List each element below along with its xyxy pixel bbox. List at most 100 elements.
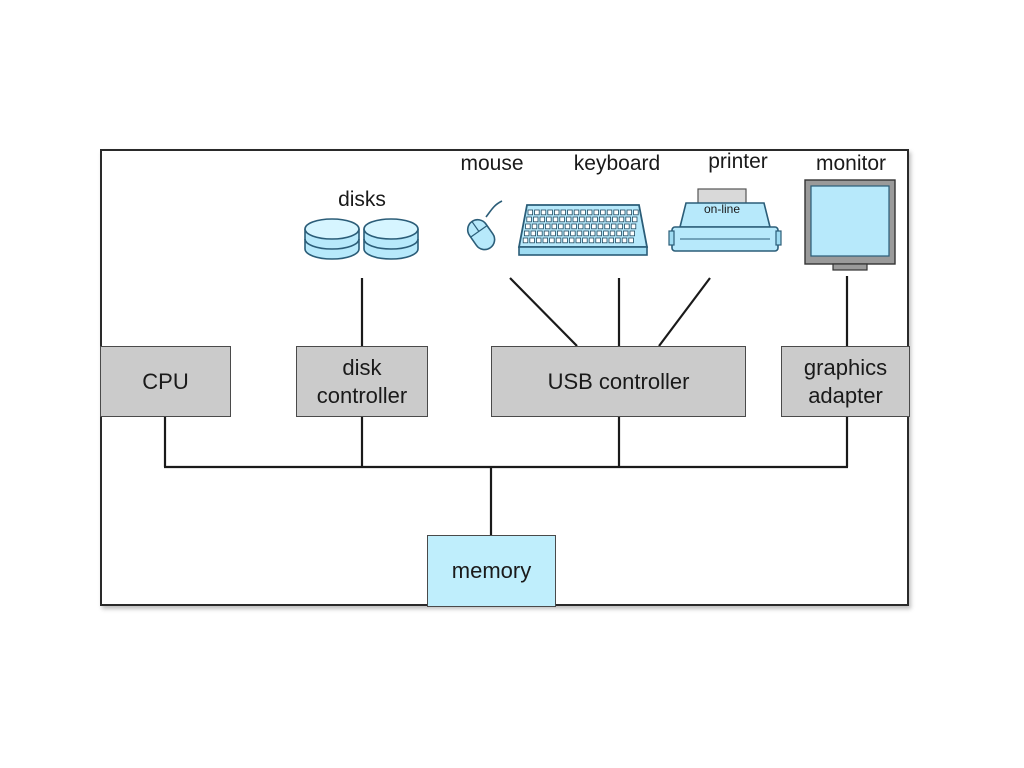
- keyboard-key: [542, 237, 548, 244]
- cpu-label: CPU: [142, 368, 189, 394]
- keyboard-key: [560, 209, 566, 216]
- cpu-box: CPU: [100, 346, 231, 417]
- keyboard-key: [633, 209, 639, 216]
- keyboard-key: [582, 237, 588, 244]
- keyboard-key: [578, 223, 584, 230]
- disk-controller-box: disk controller: [296, 346, 428, 417]
- keyboard-key: [534, 209, 540, 216]
- keyboard-key: [595, 237, 601, 244]
- keyboard-key: [554, 209, 560, 216]
- keyboard-key: [590, 230, 596, 237]
- keyboard-key: [555, 237, 562, 244]
- keyboard-key: [603, 230, 609, 237]
- keyboard-key: [575, 237, 581, 244]
- printer-label: printer: [708, 150, 768, 173]
- keyboard-key: [588, 237, 595, 244]
- keyboard-key: [605, 216, 611, 223]
- keyboard-key: [613, 209, 619, 216]
- keyboard-key: [544, 223, 551, 230]
- keyboard-key: [592, 216, 598, 223]
- keyboard-key: [524, 230, 530, 237]
- keyboard-key: [591, 223, 597, 230]
- memory-box: memory: [427, 535, 556, 607]
- keyboard-key: [580, 209, 586, 216]
- keyboard-key: [624, 223, 630, 230]
- keyboard-key: [525, 223, 531, 230]
- keyboard-key: [621, 237, 628, 244]
- keyboard-key: [596, 230, 602, 237]
- keyboard-key: [558, 223, 564, 230]
- keyboard-key: [552, 216, 559, 223]
- keyboard-key: [617, 223, 623, 230]
- keyboard-key: [535, 237, 542, 244]
- keyboard-key: [539, 216, 545, 223]
- keyboard-key: [549, 237, 555, 244]
- keyboard-key: [530, 230, 536, 237]
- keyboard-key: [551, 223, 557, 230]
- keyboard-key: [599, 216, 605, 223]
- keyboard-icon: [517, 204, 649, 256]
- keyboard-key: [576, 230, 583, 237]
- keyboard-key: [616, 230, 622, 237]
- keyboard-key: [571, 223, 577, 230]
- keyboard-key: [569, 237, 575, 244]
- keyboard-key: [573, 209, 580, 216]
- keyboard-key: [566, 216, 572, 223]
- keyboard-key: [597, 223, 604, 230]
- keyboard-key: [570, 230, 576, 237]
- keyboard-key: [629, 230, 635, 237]
- keyboard-key: [602, 237, 608, 244]
- mouse-label: mouse: [460, 152, 524, 175]
- keyboard-key: [600, 209, 606, 216]
- keyboard-key: [572, 216, 578, 223]
- mouse-icon: [466, 200, 503, 251]
- printer-icon: on-line: [668, 188, 782, 252]
- mouse-cable: [509, 277, 578, 347]
- monitor-label: monitor: [815, 152, 887, 175]
- keyboard-key: [611, 223, 617, 230]
- printer-paper-label: on-line: [704, 202, 740, 216]
- printer-cable: [658, 277, 711, 347]
- keyboard-key: [587, 209, 593, 216]
- keyboard-key: [529, 237, 535, 244]
- keyboard-key: [531, 223, 538, 230]
- keyboard-key: [526, 216, 532, 223]
- keyboard-key: [564, 223, 571, 230]
- usb-controller-box: USB controller: [491, 346, 746, 417]
- keyboard-key: [562, 237, 568, 244]
- keyboard-key: [612, 216, 618, 223]
- keyboard-key: [620, 209, 626, 216]
- keyboard-key: [626, 209, 632, 216]
- keyboard-key: [630, 223, 637, 230]
- disk-controller-label: disk controller: [316, 354, 408, 408]
- keyboard-key: [618, 216, 625, 223]
- keyboard-key: [527, 209, 533, 216]
- keyboard-key: [559, 216, 565, 223]
- monitor-icon: [804, 179, 896, 271]
- graphics-adapter-label: graphics adapter: [803, 354, 888, 408]
- keyboard-key: [567, 209, 573, 216]
- keyboard-key: [543, 230, 550, 237]
- keyboard-key: [537, 230, 543, 237]
- keyboard-key: [608, 237, 614, 244]
- keyboard-key: [623, 230, 629, 237]
- keyboard-key: [625, 216, 631, 223]
- keyboard-key: [532, 216, 539, 223]
- keyboard-key: [550, 230, 556, 237]
- keyboard-key: [579, 216, 585, 223]
- keyboard-label: keyboard: [573, 152, 661, 175]
- keyboard-key: [546, 216, 552, 223]
- keyboard-key: [540, 209, 547, 216]
- usb-controller-label: USB controller: [547, 368, 690, 394]
- keyboard-key: [604, 223, 610, 230]
- keyboard-key: [632, 216, 638, 223]
- disks-label: disks: [338, 188, 386, 211]
- keyboard-key: [584, 223, 590, 230]
- keyboard-key: [563, 230, 569, 237]
- memory-label: memory: [451, 558, 532, 583]
- keyboard-key: [538, 223, 544, 230]
- keyboard-key: [609, 230, 616, 237]
- keyboard-key: [583, 230, 589, 237]
- keyboard-key: [615, 237, 621, 244]
- keyboard-key: [606, 209, 613, 216]
